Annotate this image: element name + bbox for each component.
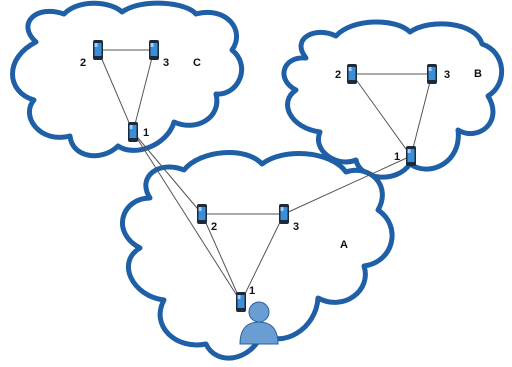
network-links <box>97 49 433 303</box>
node-label-a2: 2 <box>211 221 217 233</box>
smartphone-icon <box>93 40 103 60</box>
cloud-label-c: C <box>193 57 201 69</box>
node-label-b1: 1 <box>394 151 400 163</box>
node-c2: 2 <box>80 40 103 69</box>
smartphone-icon <box>128 122 138 142</box>
node-c1: 1 <box>128 122 149 142</box>
node-label-a3: 3 <box>293 221 299 233</box>
user-icon <box>239 301 279 345</box>
link-b1-a3 <box>283 155 412 215</box>
cloud-label-b: B <box>474 68 482 80</box>
smartphone-icon <box>427 64 437 84</box>
node-a2: 2 <box>197 204 217 233</box>
link-a2-a1 <box>201 213 242 303</box>
link-b3-b1 <box>410 73 433 157</box>
cloud-b: B <box>281 19 505 180</box>
node-a3: 3 <box>279 204 299 233</box>
node-label-c3: 3 <box>163 57 169 69</box>
node-b2: 2 <box>335 64 357 84</box>
cloud-a-outline <box>120 150 395 361</box>
link-c2-c1 <box>97 49 134 133</box>
link-b2-b1 <box>351 73 412 157</box>
node-a1: 1 <box>236 285 255 312</box>
smartphone-icon <box>197 204 207 224</box>
node-c3: 3 <box>149 40 169 69</box>
smartphone-icon <box>406 146 416 166</box>
link-c1-a2 <box>132 131 203 215</box>
cloud-b-outline <box>281 19 505 180</box>
node-label-a1: 1 <box>249 285 255 297</box>
smartphone-icon <box>279 204 289 224</box>
smartphone-icon <box>149 40 159 60</box>
node-label-b3: 3 <box>444 69 450 81</box>
link-c3-c1 <box>132 49 155 133</box>
link-c1-a1 <box>132 131 242 303</box>
node-label-c2: 2 <box>80 57 86 69</box>
cloud-a: A <box>120 150 395 361</box>
cloud-c: C <box>10 0 245 159</box>
cloud-label-a: A <box>340 239 348 251</box>
link-a3-a1 <box>240 213 285 303</box>
smartphone-icon <box>236 292 246 312</box>
node-label-b2: 2 <box>335 69 341 81</box>
node-b3: 3 <box>427 64 450 84</box>
cloud-c-outline <box>10 0 245 159</box>
node-b1: 1 <box>394 146 416 166</box>
smartphone-icon <box>347 64 357 84</box>
node-label-c1: 1 <box>143 127 149 139</box>
